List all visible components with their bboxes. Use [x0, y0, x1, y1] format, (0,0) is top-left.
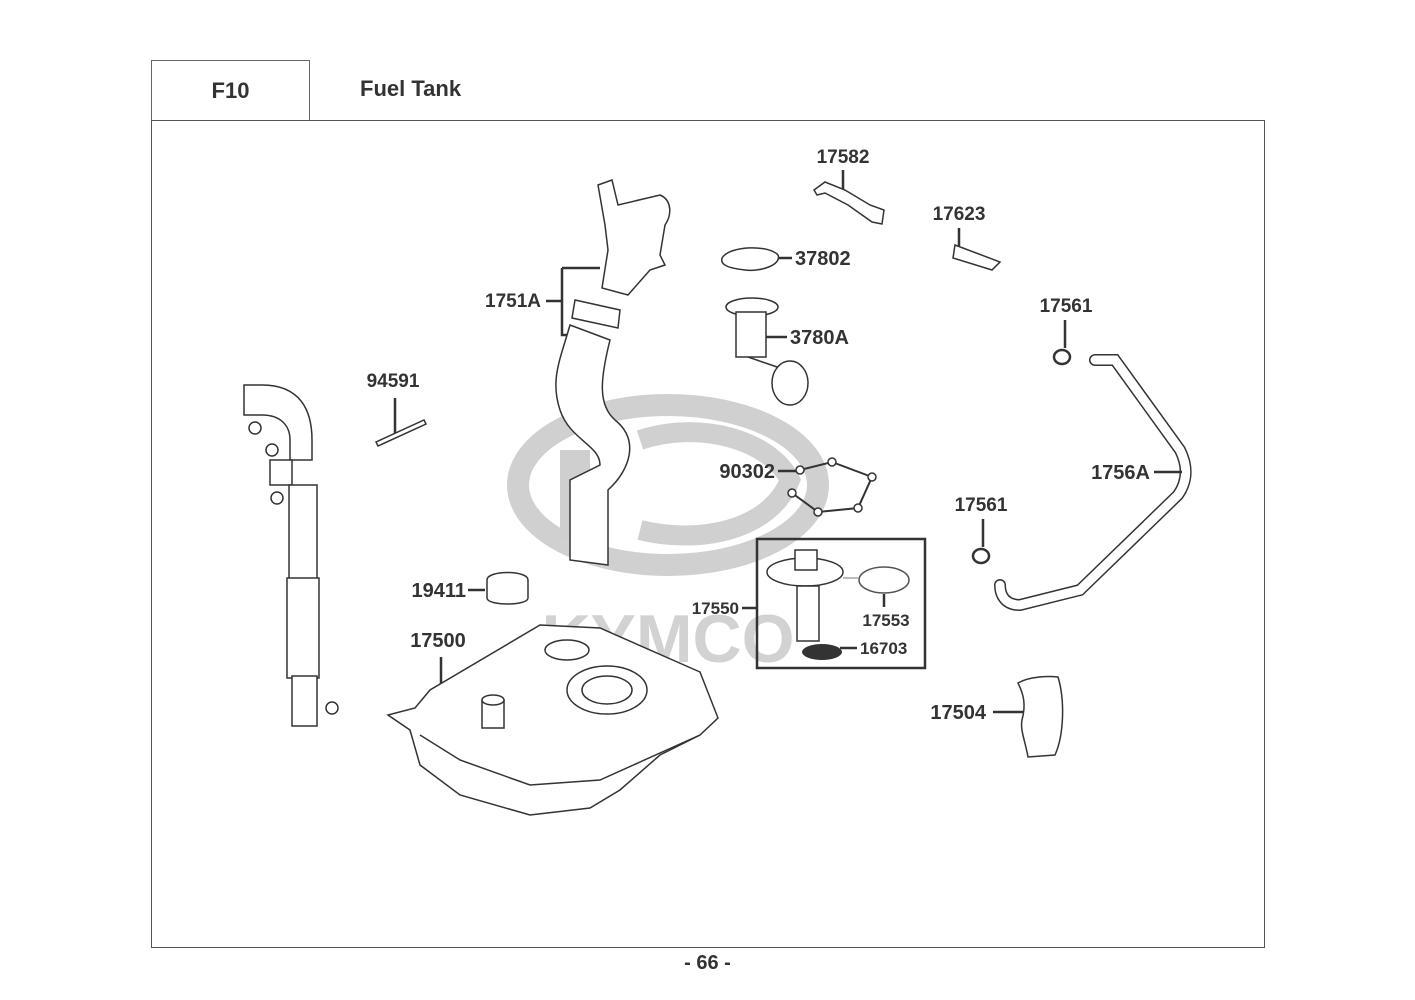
part-label: 90302 — [719, 461, 775, 483]
part-1756A[interactable]: 1756A — [994, 354, 1192, 612]
tank-filler-rim — [481, 694, 505, 706]
pump-connector — [794, 549, 818, 571]
part-16703[interactable]: 16703 — [840, 639, 907, 658]
part-label: 17504 — [930, 702, 986, 724]
pipe-clip — [270, 491, 284, 505]
part-label: 3780A — [790, 327, 849, 349]
pump-body — [796, 585, 820, 642]
part-17553[interactable]: 17553 — [843, 566, 910, 630]
part-17582[interactable]: 17582 — [813, 147, 885, 225]
tank-seam — [419, 734, 701, 786]
part-17550[interactable]: 17550 — [692, 537, 927, 670]
part-label: 16703 — [860, 639, 907, 658]
part-label: 17561 — [955, 495, 1008, 516]
part-label: 17500 — [410, 630, 466, 652]
part-label: 17623 — [933, 204, 986, 225]
part-label: 37802 — [795, 248, 851, 270]
pipe-elbow — [243, 384, 313, 461]
part-17561-lower[interactable]: 17561 — [955, 495, 1008, 565]
filler-hose — [555, 324, 631, 566]
clip-band-icon — [374, 419, 428, 447]
pipe-clip — [248, 421, 262, 435]
section-code-box: F10 — [151, 60, 310, 121]
pump-assembly-box — [755, 537, 927, 670]
part-label: 94591 — [367, 371, 420, 392]
float-icon — [771, 360, 809, 406]
page-number: - 66 - — [684, 952, 731, 974]
gasket-icon — [720, 247, 780, 272]
tank-pad-icon — [1017, 675, 1064, 758]
part-94591[interactable]: 94591 — [367, 371, 428, 447]
bracket-icon — [813, 181, 885, 225]
pipe-joint — [269, 459, 293, 486]
pipe-lower — [291, 675, 318, 727]
pipe-sleeve — [286, 577, 320, 679]
part-17504[interactable]: 17504 — [930, 675, 1064, 758]
part-19411[interactable]: 19411 — [411, 571, 529, 605]
hose-clip-icon — [1052, 348, 1072, 366]
bracket-leader — [546, 266, 600, 337]
hose-clip-icon — [971, 547, 991, 565]
part-17500[interactable]: 17500 — [386, 624, 719, 816]
part-label: 19411 — [411, 580, 466, 602]
part-label: 17550 — [692, 599, 739, 618]
part-3780A[interactable]: 3780A — [725, 297, 849, 406]
watermark-c-curve — [636, 422, 801, 546]
diagram-frame — [151, 120, 1265, 948]
cover-plate-icon — [952, 243, 1002, 271]
side-pipe-assembly — [243, 384, 339, 727]
tank-pump-hole — [581, 675, 633, 705]
part-label: 1756A — [1091, 462, 1150, 484]
float-arm — [747, 356, 781, 369]
pump-gasket-icon — [858, 566, 910, 594]
nut-icons — [787, 457, 877, 517]
watermark-ellipse — [507, 394, 829, 576]
section-code: F10 — [211, 78, 250, 103]
pipe-upper — [288, 484, 318, 581]
pipe-clip — [265, 443, 279, 457]
nuts-connector — [791, 460, 874, 514]
part-label: 17553 — [862, 611, 909, 630]
hose-band-icon — [486, 571, 529, 605]
part-17623[interactable]: 17623 — [933, 204, 1002, 271]
page-title: Fuel Tank — [360, 76, 462, 101]
sender-body — [735, 311, 767, 358]
part-90302[interactable]: 90302 — [719, 457, 877, 517]
part-17561-upper[interactable]: 17561 — [1040, 296, 1093, 366]
tank-sender-opening — [544, 639, 590, 661]
filler-neck-top — [597, 179, 671, 296]
part-37802[interactable]: 37802 — [720, 247, 851, 272]
part-label: 17582 — [817, 147, 870, 168]
filler-neck-clamp — [571, 299, 621, 329]
strainer-icon — [802, 644, 842, 660]
part-label: 1751A — [485, 291, 541, 312]
part-1751A[interactable]: 1751A — [485, 179, 671, 566]
part-label: 17561 — [1040, 296, 1093, 317]
hose-fill — [995, 355, 1191, 610]
pipe-clip — [325, 701, 339, 715]
